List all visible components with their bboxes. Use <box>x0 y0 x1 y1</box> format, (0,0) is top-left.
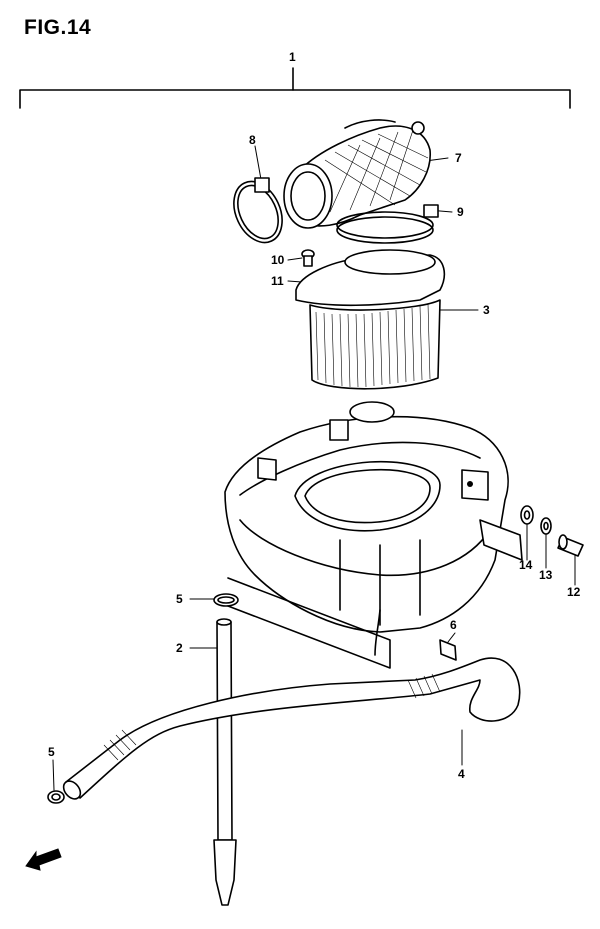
callout-13: 13 <box>539 568 553 582</box>
clamp-part-5-upper <box>213 593 239 607</box>
hose-part-4 <box>62 657 521 800</box>
callout-7: 7 <box>455 151 462 165</box>
screw-part-10 <box>301 249 315 267</box>
air-cleaner-case-part-1 <box>224 401 523 656</box>
figure-title: FIG.14 <box>24 16 92 39</box>
assembly-bracket <box>19 67 571 109</box>
callout-8: 8 <box>249 133 256 147</box>
callout-9: 9 <box>457 205 464 219</box>
callout-5-upper: 5 <box>176 592 183 606</box>
clamp-part-5-lower <box>47 790 65 804</box>
callout-2: 2 <box>176 641 183 655</box>
air-filter-element-part-3 <box>295 249 446 390</box>
intake-duct-part-7 <box>283 119 431 229</box>
callout-1: 1 <box>289 50 296 64</box>
clip-part-6 <box>439 639 457 661</box>
hose-clamp-part-8 <box>233 177 283 244</box>
mount-plate-outline <box>227 577 391 669</box>
callout-10: 10 <box>271 253 285 267</box>
forward-arrow-icon <box>25 848 62 871</box>
clamp-band-part-9 <box>336 204 439 244</box>
callout-3: 3 <box>483 303 490 317</box>
lock-washer-part-13 <box>540 517 552 535</box>
drain-pipe-part-2 <box>213 618 237 906</box>
callout-14: 14 <box>519 558 533 572</box>
callout-4: 4 <box>458 767 465 781</box>
washer-part-14 <box>520 505 534 525</box>
callout-5-lower: 5 <box>48 745 55 759</box>
bolt-part-12 <box>557 534 584 557</box>
callout-6: 6 <box>450 618 457 632</box>
callout-12: 12 <box>567 585 581 599</box>
callout-11: 11 <box>271 274 284 288</box>
